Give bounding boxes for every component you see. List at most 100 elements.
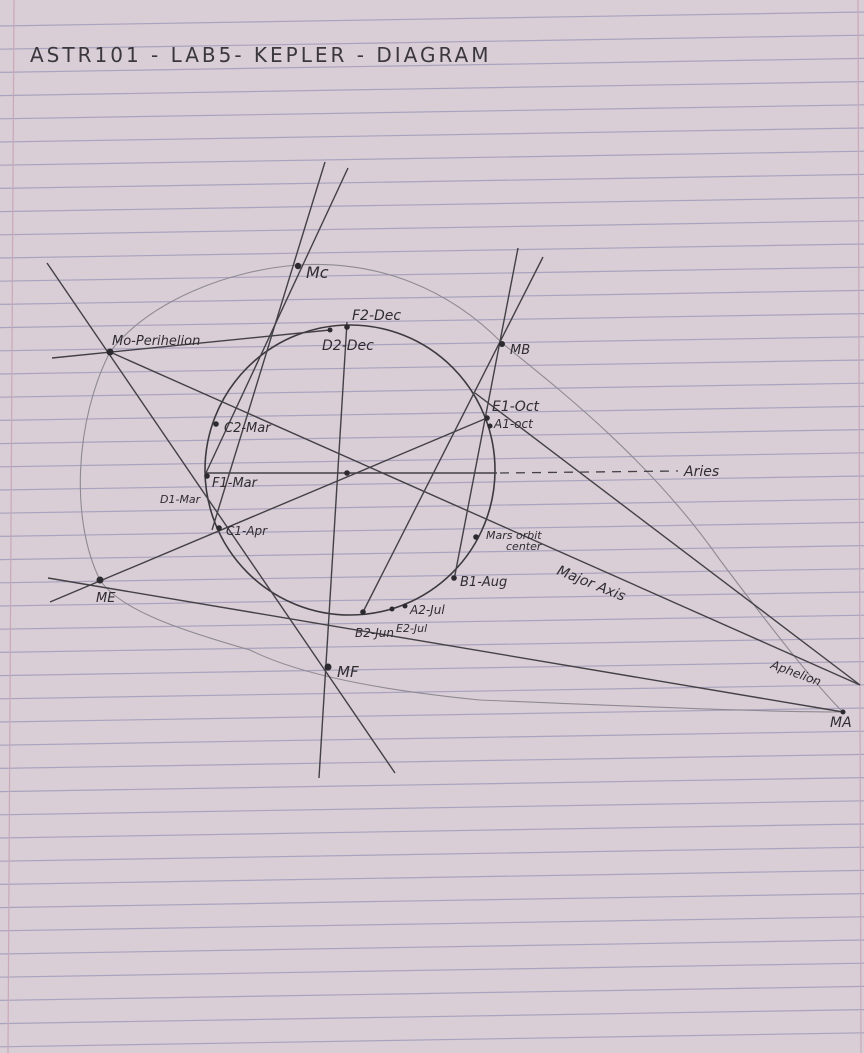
ruled-line — [0, 985, 864, 1001]
ruled-line — [0, 150, 864, 166]
construction-lines — [46, 161, 861, 779]
label-b2: B2-Jun — [355, 626, 394, 640]
mars-orbit-curve — [79, 263, 845, 713]
ruled-line — [0, 359, 864, 375]
point-d2 — [327, 327, 333, 333]
label-a2: A2-Jul — [409, 603, 445, 617]
ruled-line — [0, 429, 864, 445]
ruled-line — [0, 684, 864, 700]
line-e1-to-ma — [474, 392, 861, 686]
ruled-line — [0, 266, 864, 282]
label-d1: D1-Mar — [160, 493, 202, 506]
ruled-line — [0, 521, 864, 537]
ruled-line — [0, 962, 864, 978]
diagram-labels: Mc MB Mo-Perihelion ME MF MA F2-Dec D2-D… — [96, 263, 852, 731]
label-mf: MF — [337, 663, 359, 681]
point-mf — [324, 663, 332, 671]
label-major-axis: Major Axis — [555, 563, 628, 605]
ruled-line — [0, 127, 864, 143]
label-d2: D2-Dec — [322, 338, 374, 354]
label-c1: C1-Apr — [226, 524, 268, 538]
label-orbit-center-1: Mars orbit — [486, 529, 542, 542]
point-c1 — [216, 525, 222, 531]
point-b1 — [451, 575, 457, 581]
ruled-line — [0, 34, 864, 50]
label-c2: C2-Mar — [224, 421, 272, 436]
point-center — [344, 470, 350, 476]
ruled-line — [0, 452, 864, 468]
line-mo-perihelion-to-mf — [46, 262, 396, 774]
diagram-points — [96, 262, 846, 715]
ruled-line — [0, 1032, 864, 1048]
ruled-line — [0, 777, 864, 793]
label-f1: F1-Mar — [212, 476, 259, 491]
ruled-line — [0, 661, 864, 677]
line-mb-to-b1 — [453, 247, 519, 581]
ruled-line — [0, 313, 864, 329]
ruled-line — [0, 893, 864, 909]
ruled-line — [0, 81, 864, 97]
point-f1 — [204, 473, 210, 479]
point-mc — [294, 262, 302, 270]
point-e1 — [484, 415, 490, 421]
label-mo: Mo-Perihelion — [112, 334, 200, 349]
ruled-line — [0, 382, 864, 398]
ruled-line — [0, 753, 864, 769]
ruled-line — [0, 104, 864, 120]
ruled-line — [0, 614, 864, 630]
line-me-to-e1 — [49, 417, 488, 603]
ruled-line — [0, 869, 864, 885]
ruled-line — [0, 220, 864, 236]
ruled-line — [0, 289, 864, 305]
ruled-line — [0, 498, 864, 514]
line-vertical-mf — [318, 321, 348, 779]
ruled-line — [0, 243, 864, 259]
point-mb — [499, 341, 505, 347]
label-f2: F2-Dec — [352, 308, 401, 324]
line-aries-direction — [499, 470, 679, 474]
ruled-line — [0, 800, 864, 816]
earth-orbit-circle — [204, 324, 496, 616]
point-a2 — [402, 603, 408, 609]
point-b2 — [360, 609, 366, 615]
ruled-line — [0, 197, 864, 213]
page-title: ASTR101 - LAB5- KEPLER - DIAGRAM — [30, 43, 491, 67]
label-mb: MB — [510, 343, 530, 358]
ruled-line — [0, 730, 864, 746]
line-mo-to-ma — [109, 351, 861, 686]
label-me: ME — [96, 591, 116, 606]
label-mc: Mc — [306, 263, 329, 282]
ruled-line — [0, 1009, 864, 1025]
right-edge-line — [857, 0, 862, 1053]
line-mc-steep-b — [204, 167, 349, 476]
ruled-line — [0, 57, 864, 73]
label-e2: E2-Jul — [396, 622, 427, 635]
line-mb-to-b2 — [362, 256, 544, 613]
point-a1 — [487, 423, 493, 429]
label-a1: A1-oct — [493, 417, 534, 431]
ruled-line — [0, 173, 864, 189]
point-mo — [106, 348, 114, 356]
ruled-line — [0, 405, 864, 421]
label-e1: E1-Oct — [492, 399, 540, 415]
point-c2 — [213, 421, 219, 427]
label-b1: B1-Aug — [460, 575, 507, 590]
ruled-line — [0, 11, 864, 27]
ruled-line — [0, 823, 864, 839]
ruled-line — [0, 916, 864, 932]
label-aries: Aries — [683, 464, 719, 480]
point-f2 — [344, 324, 350, 330]
ruled-line — [0, 846, 864, 862]
ruled-line — [0, 939, 864, 955]
label-orbit-center-2: center — [506, 540, 543, 553]
point-ma — [840, 709, 846, 715]
margin-line — [7, 0, 15, 1053]
label-ma: MA — [830, 715, 852, 731]
line-me-to-ma — [47, 577, 844, 713]
ruled-line — [0, 568, 864, 584]
ruled-line — [0, 475, 864, 491]
point-e2 — [389, 606, 395, 612]
point-me — [96, 576, 104, 584]
ruled-lines — [0, 11, 864, 1048]
ruled-line — [0, 637, 864, 653]
